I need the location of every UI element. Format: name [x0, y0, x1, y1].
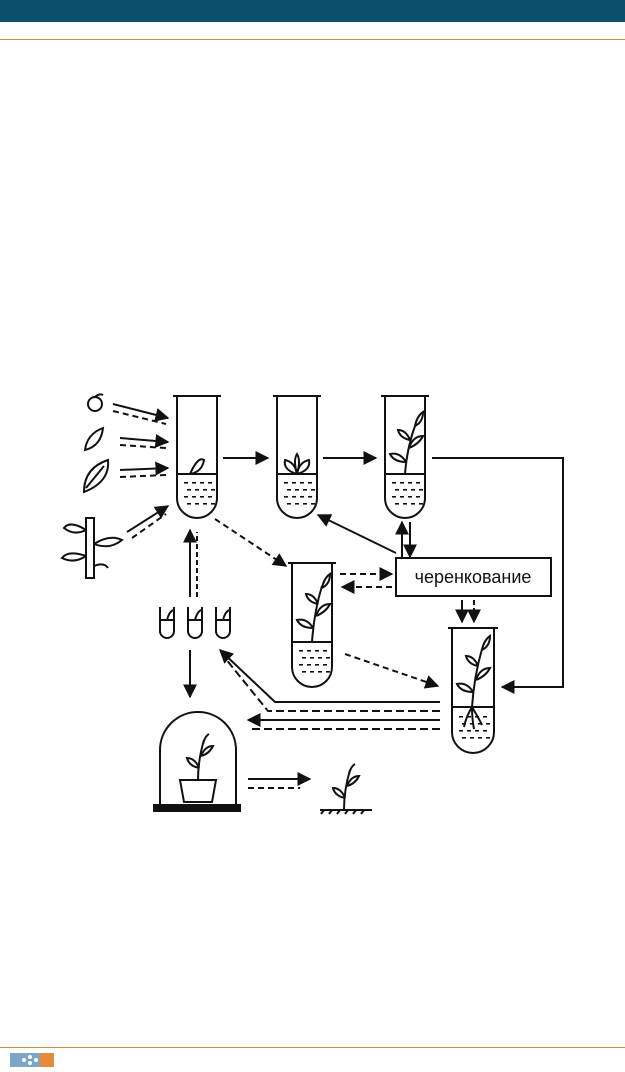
- micropropagation-diagram: черенкование: [60, 393, 564, 815]
- greenhouse-icon: [153, 711, 241, 812]
- test-tube-icon: [273, 395, 321, 519]
- seed-icon: [87, 393, 104, 412]
- small-test-tubes: [159, 607, 231, 639]
- test-tube-icon: [381, 395, 429, 519]
- process-box: [395, 557, 552, 597]
- test-tube-icon: [173, 395, 221, 519]
- test-tube-icon: [448, 627, 498, 754]
- footer-divider: [0, 1047, 625, 1048]
- header-divider: [0, 39, 625, 40]
- test-tube-icon: [288, 562, 336, 688]
- leaf-icon: [82, 458, 110, 494]
- header-bar: [0, 0, 625, 22]
- seedling-icon: [320, 763, 372, 815]
- leaf-icon: [83, 426, 105, 452]
- stem-cutting-icon: [60, 517, 124, 579]
- process-label: черенкование: [415, 567, 532, 587]
- footer-logo-icon: [10, 1053, 54, 1067]
